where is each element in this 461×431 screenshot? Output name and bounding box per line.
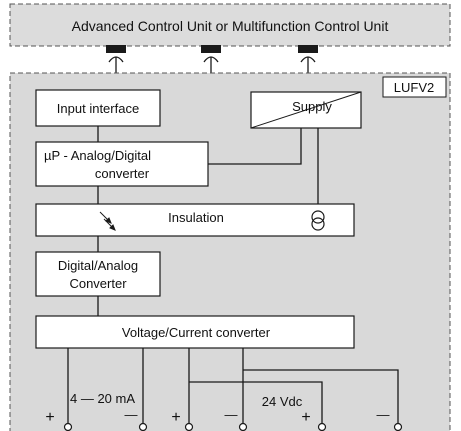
insulation-label: Insulation (168, 210, 224, 225)
terminal-1 (63, 422, 73, 431)
polarity-sign-3: + (171, 409, 180, 426)
adc-block (35, 141, 209, 187)
polarity-sign-2: — (125, 407, 138, 422)
polarity-sign-5: + (301, 409, 310, 426)
polarity-sign-1: + (45, 409, 54, 426)
output-wiring (67, 348, 399, 426)
polarity-sign-6: — (377, 407, 390, 422)
vc-converter-block (35, 315, 355, 349)
adc-label-line2: converter (95, 166, 150, 181)
wire-supply-to-adc (208, 128, 302, 165)
vc-converter-label: Voltage/Current converter (122, 325, 271, 340)
terminal-2 (138, 422, 148, 431)
supply-diagonal (250, 91, 362, 129)
module-label: LUFV2 (394, 80, 434, 95)
control-unit-title: Advanced Control Unit or Multifunction C… (72, 18, 389, 34)
supply-label: Supply (292, 99, 332, 114)
module-label-box (382, 76, 447, 98)
voltage-label: 24 Vdc (262, 394, 303, 409)
terminal-4 (238, 422, 248, 431)
dac-label-line2: Converter (69, 276, 127, 291)
terminal-3 (184, 422, 194, 431)
dac-label-line1: Digital/Analog (58, 258, 138, 273)
current-range-label: 4 — 20 mA (70, 391, 135, 406)
adc-label-line1: µP - Analog/Digital (44, 148, 151, 163)
dac-block (35, 251, 161, 297)
polarity-sign-4: — (225, 407, 238, 422)
control-unit-header (9, 3, 451, 47)
terminal-6 (393, 422, 403, 431)
terminal-5 (317, 422, 327, 431)
optocoupler-icon (99, 211, 116, 231)
insulation-block (35, 203, 355, 237)
input-interface-label: Input interface (57, 101, 139, 116)
transformer-icon (311, 210, 325, 231)
